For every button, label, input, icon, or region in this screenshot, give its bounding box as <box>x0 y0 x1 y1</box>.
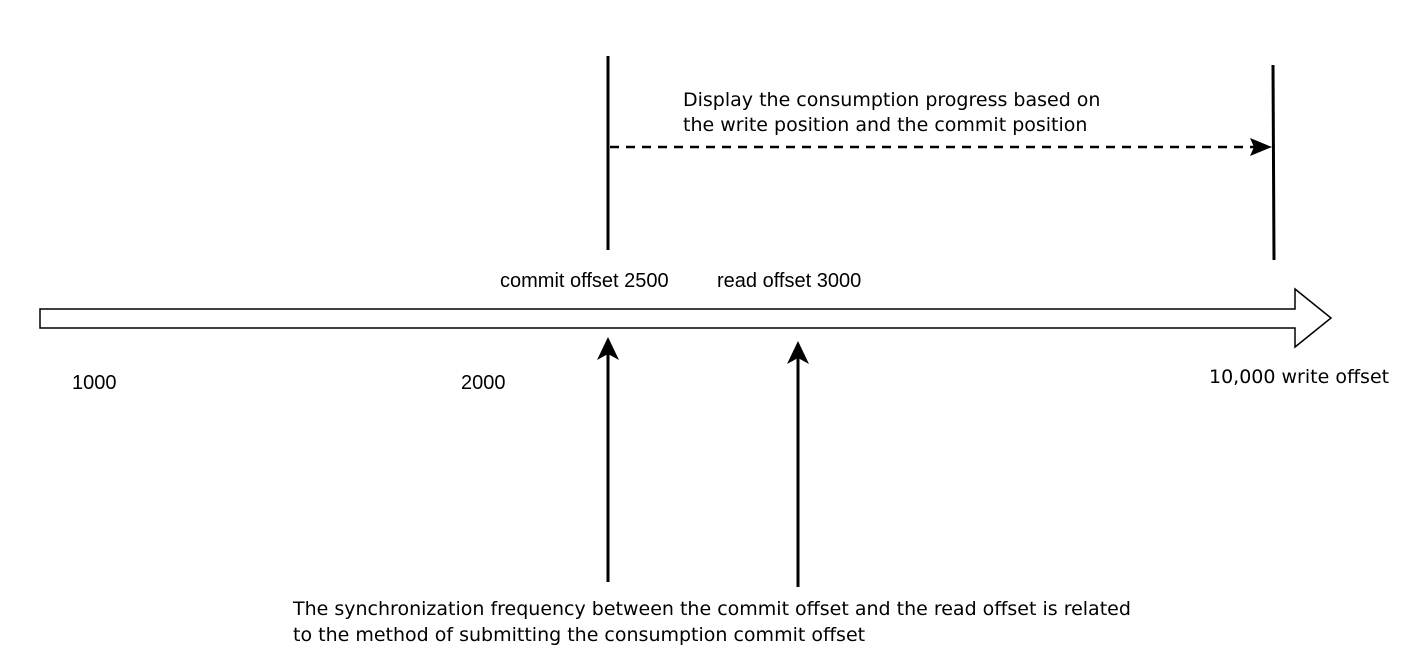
progress-note-line1: Display the consumption progress based o… <box>683 89 1100 111</box>
write-marker-line <box>1271 64 1276 261</box>
read-offset-label: read offset 3000 <box>717 270 861 292</box>
sync-note-line1: The synchronization frequency between th… <box>292 598 1131 620</box>
tick-label-1000: 1000 <box>72 372 117 394</box>
progress-arrowhead <box>1250 138 1272 156</box>
read-pointer-arrowhead <box>787 341 809 364</box>
write-offset-label: 10,000 write offset <box>1209 366 1389 388</box>
timeline-arrow <box>39 287 1333 349</box>
commit-pointer-arrowhead <box>597 337 619 360</box>
progress-note-line2: the write position and the commit positi… <box>683 114 1087 136</box>
commit-offset-label: commit offset 2500 <box>500 270 669 292</box>
sync-note-line2: to the method of submitting the consumpt… <box>293 624 865 646</box>
tick-label-2000: 2000 <box>461 372 506 394</box>
